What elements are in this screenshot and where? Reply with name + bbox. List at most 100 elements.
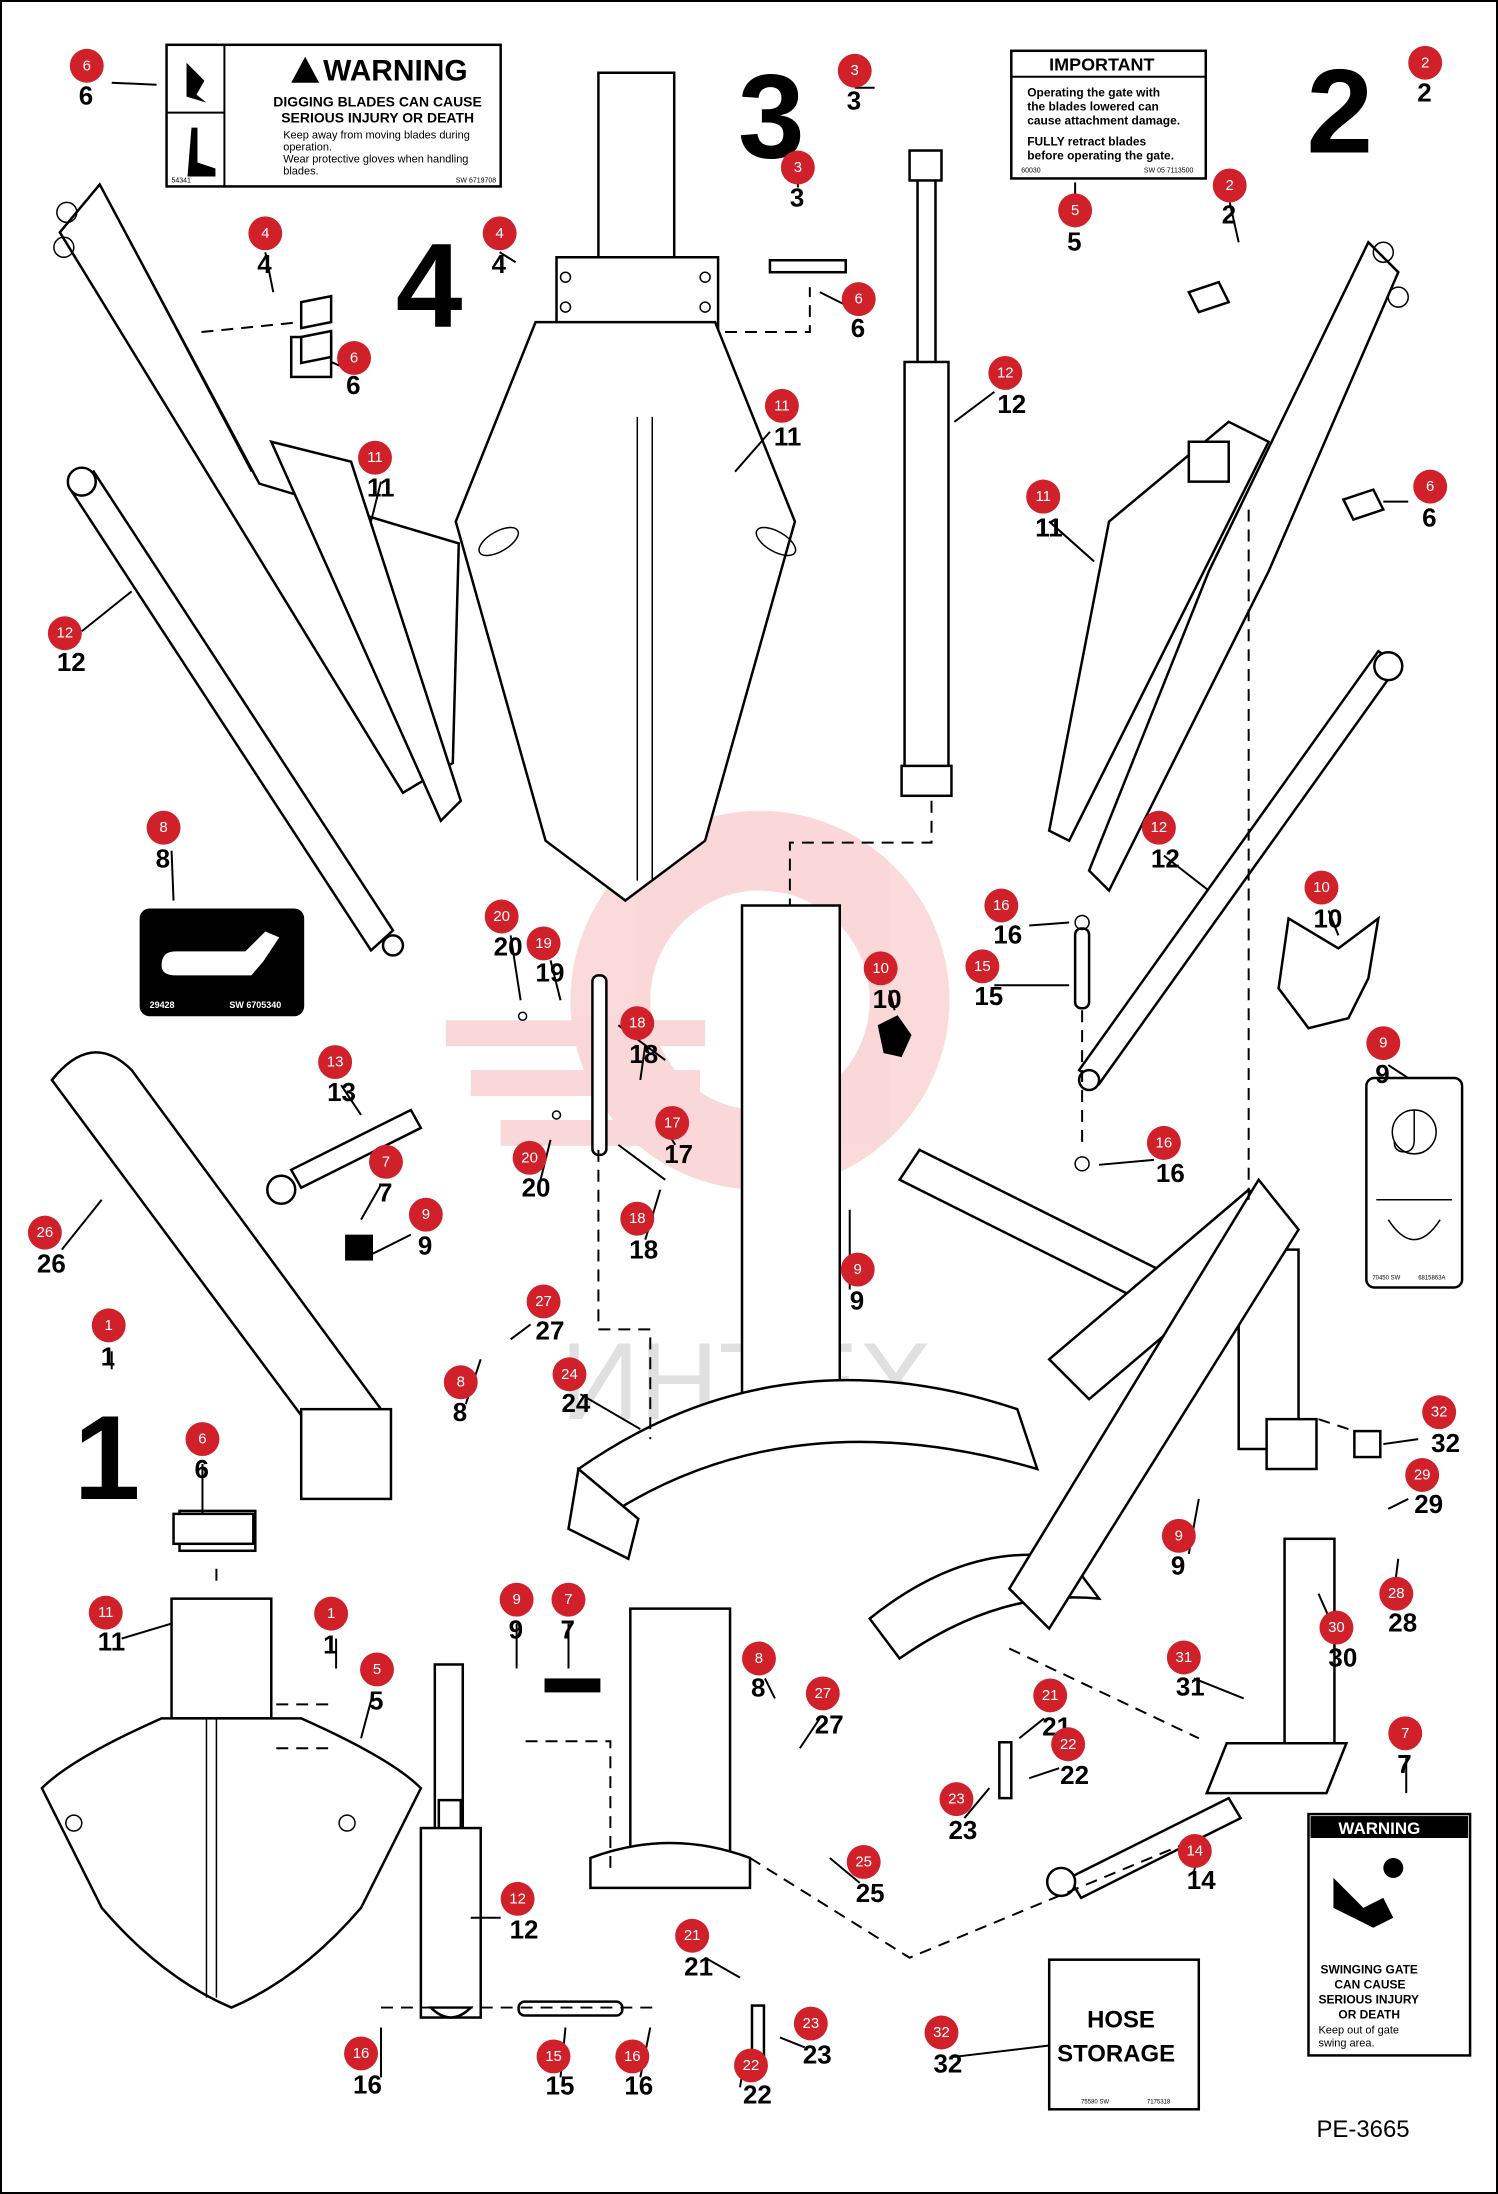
- callout-badge[interactable]: 12: [1141, 810, 1176, 845]
- callout-badge-number[interactable]: 19: [535, 935, 552, 952]
- callout-badge-number[interactable]: 5: [1071, 202, 1079, 219]
- callout-badge-circle[interactable]: [780, 150, 815, 185]
- callout-badge[interactable]: 6: [841, 282, 876, 317]
- callout-badge[interactable]: 27: [805, 1676, 840, 1711]
- callout-badge-circle[interactable]: [655, 1105, 690, 1140]
- callout-badge-number[interactable]: 9: [1175, 1527, 1183, 1544]
- callout-badge[interactable]: 1: [314, 1596, 349, 1631]
- callout-badge-circle[interactable]: [1408, 45, 1443, 80]
- callout-badge-number[interactable]: 18: [629, 1015, 646, 1032]
- callout-badge-circle[interactable]: [1212, 168, 1247, 203]
- callout-badge[interactable]: 20: [484, 899, 519, 934]
- callout-badge[interactable]: 17: [655, 1105, 690, 1140]
- callout-badge-circle[interactable]: [358, 440, 392, 475]
- callout-badge-circle[interactable]: [1366, 1026, 1401, 1061]
- callout-badge[interactable]: 2: [1408, 45, 1443, 80]
- callout-badge-circle[interactable]: [793, 2006, 828, 2041]
- callout-badge-number[interactable]: 21: [1042, 1687, 1059, 1704]
- callout-badge-circle[interactable]: [360, 1652, 394, 1687]
- callout-badge[interactable]: 6: [185, 1422, 220, 1457]
- callout-badge-circle[interactable]: [939, 1782, 974, 1817]
- callout-badge[interactable]: 9: [408, 1197, 443, 1232]
- callout-badge[interactable]: 16: [984, 888, 1019, 923]
- callout-badge[interactable]: 16: [1146, 1125, 1181, 1160]
- callout-badge-circle[interactable]: [620, 1201, 655, 1236]
- callout-badge[interactable]: 11: [764, 388, 799, 423]
- callout-badge-circle[interactable]: [408, 1197, 443, 1232]
- callout-badge-number[interactable]: 8: [159, 819, 167, 836]
- callout-badge-number[interactable]: 3: [794, 159, 802, 176]
- callout-badge-circle[interactable]: [344, 2036, 378, 2071]
- callout-badge[interactable]: 23: [939, 1782, 974, 1817]
- callout-badge-number[interactable]: 8: [457, 1374, 465, 1391]
- callout-badge-number[interactable]: 15: [545, 2048, 562, 2065]
- callout-badge-circle[interactable]: [615, 2039, 650, 2074]
- callout-badge-number[interactable]: 29: [1414, 1466, 1431, 1483]
- callout-badge-number[interactable]: 11: [1035, 488, 1051, 505]
- callout-badge[interactable]: 9: [1161, 1518, 1196, 1553]
- callout-badge-circle[interactable]: [965, 949, 1000, 984]
- callout-badge[interactable]: 8: [443, 1365, 478, 1400]
- callout-badge-circle[interactable]: [1405, 1458, 1440, 1492]
- callout-badge-circle[interactable]: [1141, 810, 1176, 845]
- callout-badge[interactable]: 21: [675, 1918, 710, 1953]
- callout-badge[interactable]: 15: [965, 949, 1000, 984]
- callout-badge-number[interactable]: 23: [948, 1791, 965, 1808]
- callout-badge-circle[interactable]: [924, 2015, 959, 2050]
- callout-badge-circle[interactable]: [1379, 1576, 1414, 1611]
- callout-badge[interactable]: 13: [318, 1045, 353, 1080]
- callout-badge-circle[interactable]: [88, 1595, 123, 1630]
- callout-badge-number[interactable]: 24: [561, 1366, 578, 1383]
- callout-badge[interactable]: 21: [1033, 1678, 1068, 1713]
- callout-badge-number[interactable]: 27: [814, 1685, 831, 1702]
- callout-badge-number[interactable]: 7: [564, 1591, 572, 1608]
- callout-badge[interactable]: 12: [47, 616, 82, 651]
- callout-badge-circle[interactable]: [837, 53, 872, 88]
- callout-badge-number[interactable]: 32: [933, 2024, 950, 2041]
- callout-badge[interactable]: 11: [358, 440, 392, 475]
- callout-badge-number[interactable]: 10: [872, 960, 889, 977]
- callout-badge[interactable]: 4: [482, 216, 517, 251]
- callout-badge-number[interactable]: 6: [350, 349, 358, 366]
- callout-badge-number[interactable]: 9: [512, 1591, 520, 1608]
- callout-badge[interactable]: 22: [1051, 1727, 1086, 1762]
- callout-badge[interactable]: 6: [1413, 469, 1448, 504]
- callout-badge[interactable]: 32: [924, 2015, 959, 2050]
- callout-badge-circle[interactable]: [91, 1308, 126, 1343]
- callout-badge-circle[interactable]: [248, 216, 283, 251]
- callout-badge-circle[interactable]: [1388, 1716, 1423, 1751]
- callout-badge-number[interactable]: 28: [1388, 1585, 1405, 1602]
- callout-badge-circle[interactable]: [500, 1881, 535, 1916]
- callout-badge[interactable]: 9: [1366, 1026, 1401, 1061]
- callout-badge-number[interactable]: 27: [535, 1293, 552, 1310]
- callout-badge-circle[interactable]: [484, 899, 519, 934]
- callout-badge[interactable]: 14: [1177, 1834, 1212, 1868]
- callout-badge-circle[interactable]: [1177, 1834, 1212, 1868]
- callout-badge[interactable]: 16: [344, 2036, 378, 2071]
- callout-badge[interactable]: 9: [840, 1252, 875, 1287]
- callout-badge[interactable]: 10: [1304, 870, 1339, 905]
- callout-badge-number[interactable]: 1: [327, 1605, 335, 1622]
- callout-badge-circle[interactable]: [620, 1006, 655, 1041]
- callout-badge-circle[interactable]: [734, 2048, 768, 2083]
- callout-badge[interactable]: 26: [27, 1215, 62, 1250]
- callout-badge[interactable]: 27: [526, 1284, 561, 1319]
- callout-badge-circle[interactable]: [984, 888, 1019, 923]
- callout-badge-number[interactable]: 25: [855, 1853, 872, 1870]
- callout-badge[interactable]: 28: [1379, 1576, 1414, 1611]
- callout-badge[interactable]: 4: [248, 216, 283, 251]
- callout-badge-circle[interactable]: [499, 1582, 534, 1617]
- callout-badge-number[interactable]: 11: [367, 449, 383, 466]
- callout-badge[interactable]: 11: [1026, 479, 1061, 514]
- callout-badge-number[interactable]: 4: [496, 225, 504, 242]
- callout-badge[interactable]: 24: [552, 1357, 587, 1392]
- callout-badge[interactable]: 19: [526, 926, 561, 961]
- callout-badge-circle[interactable]: [185, 1422, 220, 1457]
- callout-badge-number[interactable]: 12: [509, 1890, 526, 1907]
- callout-badge-number[interactable]: 22: [1060, 1736, 1077, 1753]
- callout-badge-number[interactable]: 20: [521, 1149, 538, 1166]
- callout-badge-number[interactable]: 6: [83, 57, 91, 74]
- callout-badge-number[interactable]: 16: [353, 2045, 370, 2062]
- callout-badge[interactable]: 12: [500, 1881, 535, 1916]
- callout-badge-circle[interactable]: [1033, 1678, 1068, 1713]
